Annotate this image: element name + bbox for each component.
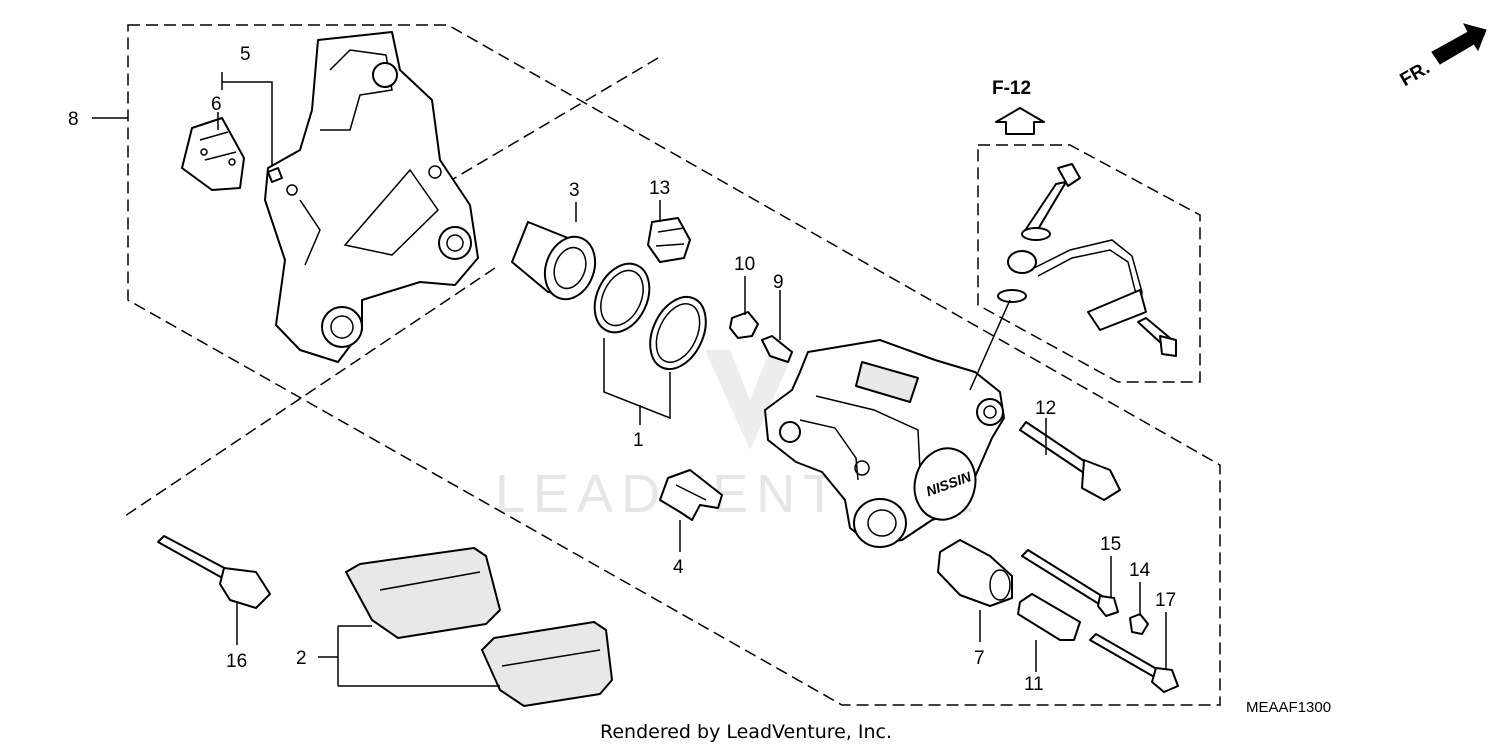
callout-10: 10 <box>734 254 755 275</box>
front-direction-indicator: FR. <box>1397 23 1487 91</box>
pin-bolt <box>1019 421 1121 501</box>
callout-12: 12 <box>1035 398 1056 419</box>
reference-f12: F-12 <box>992 78 1045 135</box>
reference-label: F-12 <box>992 78 1031 99</box>
credit-text: Rendered by LeadVenture, Inc. <box>600 721 892 743</box>
hose-group-outline <box>977 144 1201 383</box>
brake-pads <box>345 547 613 707</box>
nut <box>1129 613 1149 635</box>
callout-13: 13 <box>649 178 670 199</box>
pad-spring <box>659 469 723 521</box>
callout-14: 14 <box>1129 560 1151 581</box>
callout-6: 6 <box>211 94 222 115</box>
pad-retainer <box>181 117 245 191</box>
callout-9: 9 <box>773 272 784 293</box>
callout-16: 16 <box>226 651 247 672</box>
callout-11: 11 <box>1024 674 1044 695</box>
pad-pin-bolt <box>157 535 271 609</box>
callout-4: 4 <box>673 557 684 578</box>
callout-17: 17 <box>1155 590 1176 611</box>
brake-hose-assembly <box>969 163 1177 391</box>
caliper-body: NISSIN <box>764 339 1005 548</box>
diagram-code: MEAAF1300 <box>1246 699 1331 716</box>
callout-3: 3 <box>569 180 580 201</box>
arrow-up-icon <box>995 107 1045 135</box>
callout-8: 8 <box>68 109 79 130</box>
bleeder-screw <box>761 335 793 363</box>
callout-1: 1 <box>633 430 644 451</box>
front-arrow-icon <box>1431 23 1487 65</box>
sleeve <box>1017 593 1081 641</box>
bleeder-cap <box>729 311 759 339</box>
caliper-group-outline <box>121 57 659 519</box>
callout-5: 5 <box>240 44 251 65</box>
boot <box>647 217 691 263</box>
pin-boot <box>937 539 1013 607</box>
bolt-17 <box>1089 633 1179 693</box>
callout-2: 2 <box>296 648 307 669</box>
callout-15: 15 <box>1100 534 1121 555</box>
leader-lines <box>92 72 1167 687</box>
watermark-logo-icon <box>705 350 795 450</box>
callout-7: 7 <box>974 648 985 669</box>
retainer-clip <box>267 167 283 183</box>
bracket-group-outline <box>127 24 1221 706</box>
piston <box>511 221 597 301</box>
piston-seals <box>593 262 707 371</box>
direction-label: FR. <box>1397 57 1434 90</box>
callouts: 8 5 6 3 13 10 9 1 4 12 15 14 17 7 11 16 … <box>68 44 1176 695</box>
caliper-bracket <box>264 31 479 363</box>
